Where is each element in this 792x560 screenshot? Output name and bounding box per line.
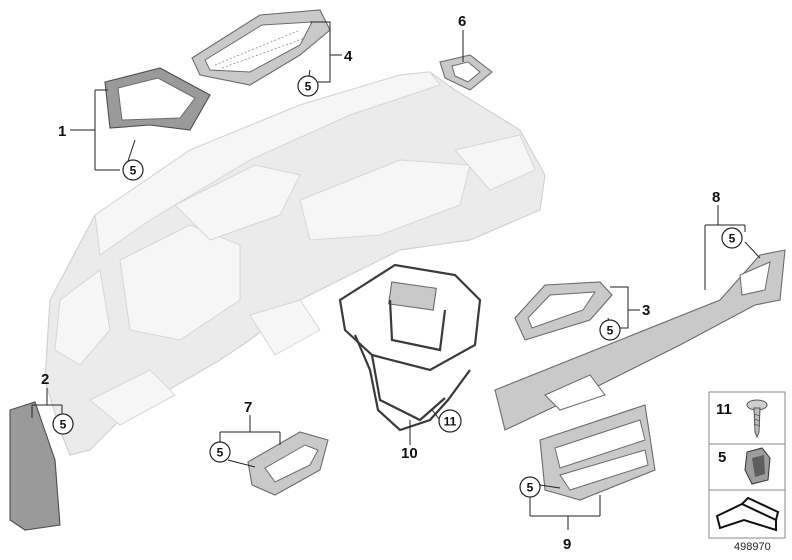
reference-number: 498970 <box>734 541 771 553</box>
label-part-7: 7 <box>244 399 252 416</box>
svg-text:5: 5 <box>217 446 224 460</box>
part-10-console-frame <box>338 263 482 432</box>
label-part-2: 2 <box>41 371 49 388</box>
label-part-6: 6 <box>458 13 466 30</box>
part-9-center-panel <box>539 404 656 501</box>
callout-5-part4: 5 <box>297 75 319 97</box>
label-part-9: 9 <box>563 536 571 553</box>
label-part-1: 1 <box>58 123 66 140</box>
callout-5-part2: 5 <box>52 413 74 435</box>
part-4-instrument-trim <box>191 9 331 86</box>
callout-5-part8: 5 <box>721 227 743 249</box>
callout-5-part9: 5 <box>519 476 541 498</box>
label-part-3: 3 <box>642 302 650 319</box>
svg-text:5: 5 <box>527 481 534 495</box>
screw-icon <box>746 399 768 439</box>
part-7-small-trim <box>247 431 329 496</box>
clip-icon <box>744 447 771 485</box>
label-part-10: 10 <box>401 445 418 462</box>
legend-box: 11 5 <box>708 391 786 539</box>
part-3-bezel <box>514 281 613 341</box>
part-2-side-panel <box>9 401 61 531</box>
svg-text:5: 5 <box>130 164 137 178</box>
svg-text:5: 5 <box>305 80 312 94</box>
callout-5-part7: 5 <box>209 441 231 463</box>
label-part-8: 8 <box>712 189 720 206</box>
svg-text:5: 5 <box>729 232 736 246</box>
svg-text:5: 5 <box>60 418 67 432</box>
callout-5-part1: 5 <box>122 159 144 181</box>
svg-text:5: 5 <box>607 324 614 338</box>
legend-label-screw: 11 <box>716 401 732 418</box>
svg-text:11: 11 <box>444 415 457 429</box>
part-8-trim-strip <box>494 249 786 431</box>
callout-11-part10: 11 <box>438 409 462 433</box>
part-1-display-surround <box>104 67 211 131</box>
legend-label-clip: 5 <box>718 449 726 466</box>
callout-5-part3: 5 <box>599 319 621 341</box>
page-marker-icon <box>715 496 780 532</box>
part-6-vent-trim <box>439 54 493 91</box>
dashboard-shell <box>44 71 546 456</box>
label-part-4: 4 <box>344 48 353 65</box>
leader-lines <box>31 21 761 530</box>
